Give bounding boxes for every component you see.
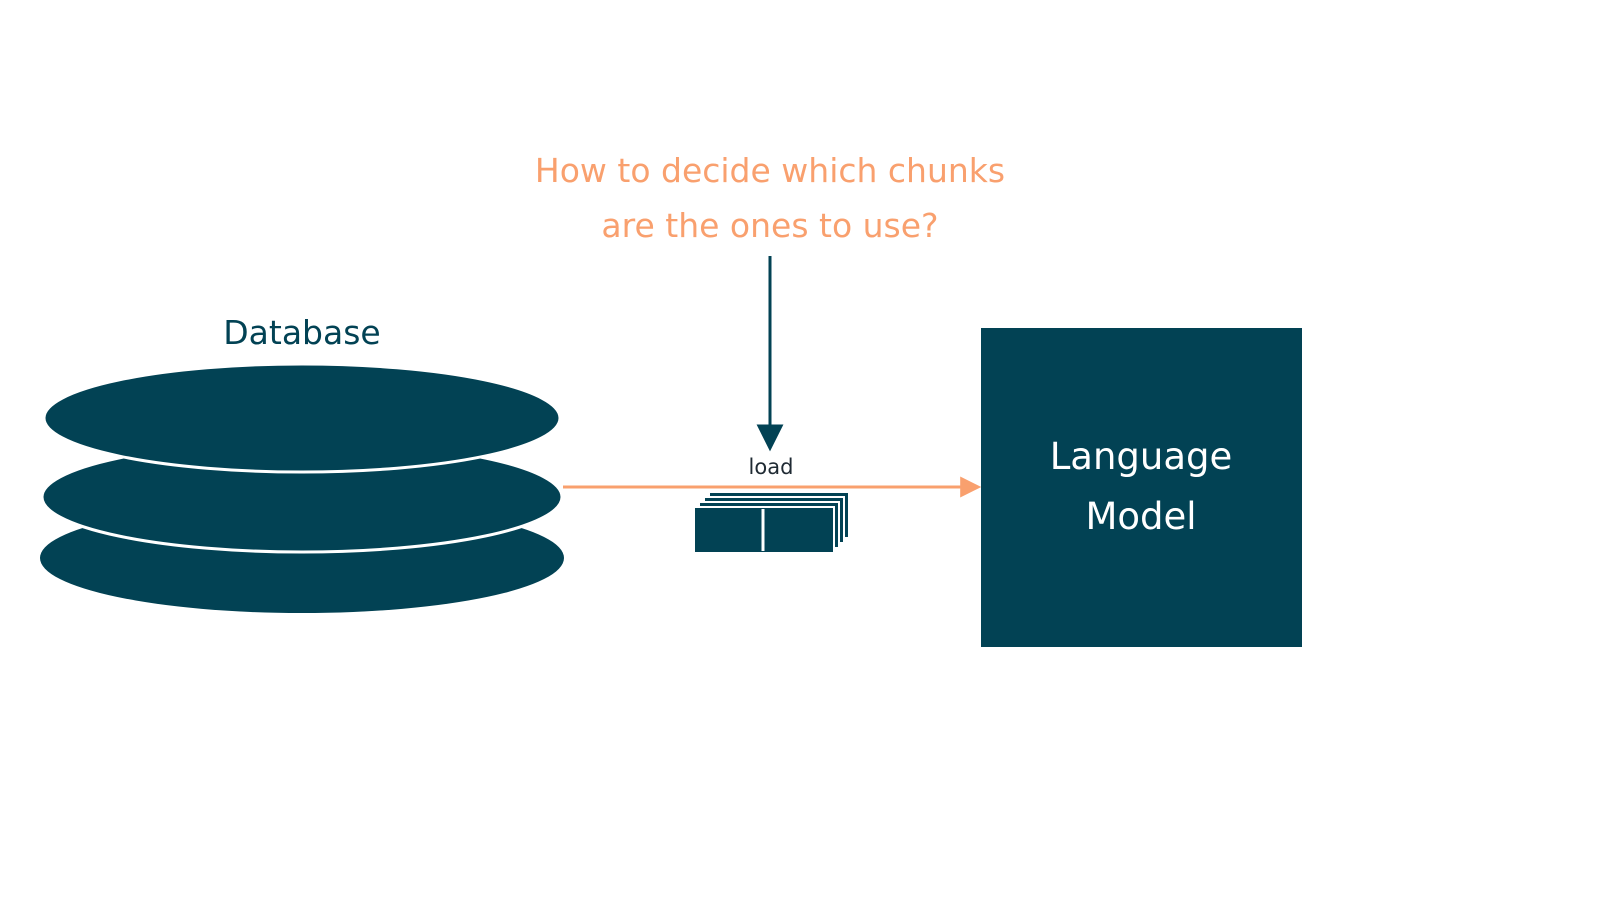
language-model-line-1: Language xyxy=(1050,435,1233,478)
question-line-2: are the ones to use? xyxy=(601,206,938,245)
database-icon xyxy=(40,362,564,613)
chunks-icon xyxy=(693,491,850,554)
load-label: load xyxy=(749,455,794,479)
language-model-line-2: Model xyxy=(1085,495,1196,538)
question-line-1: How to decide which chunks xyxy=(535,151,1005,190)
database-label: Database xyxy=(223,313,380,352)
language-model-box xyxy=(981,328,1302,647)
